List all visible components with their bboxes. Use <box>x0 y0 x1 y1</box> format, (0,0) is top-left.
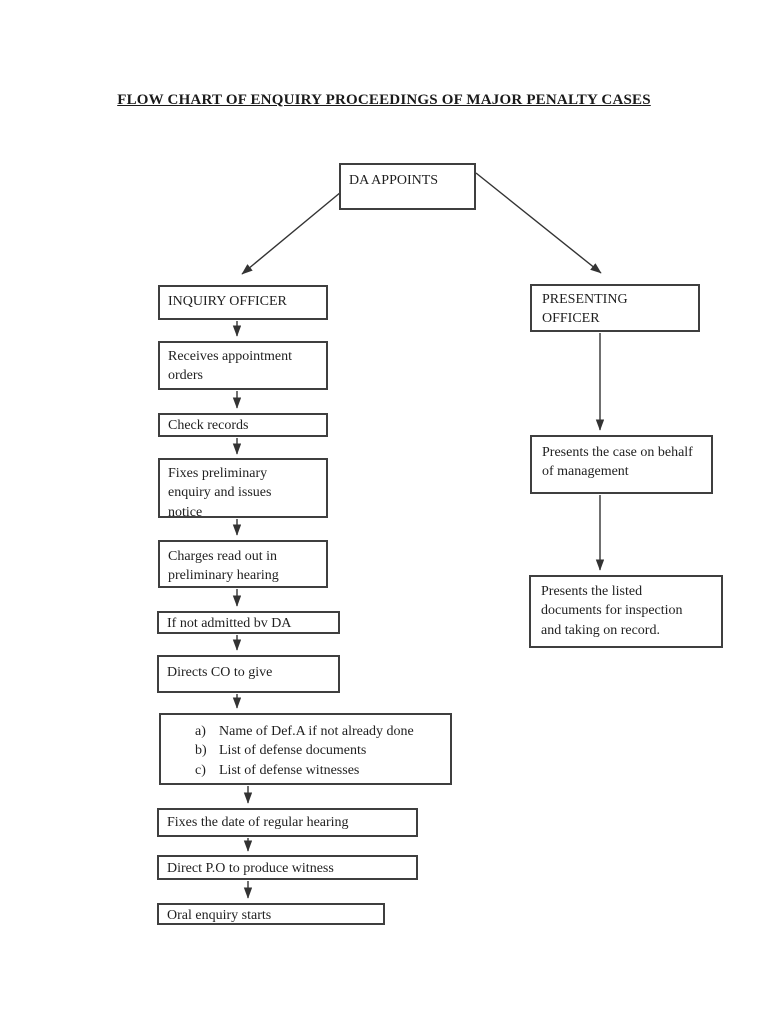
arrow-da-to-presenting <box>475 172 602 274</box>
node-presenting-officer: PRESENTING OFFICER <box>530 284 700 332</box>
node-oral-enquiry: Oral enquiry starts <box>157 903 385 925</box>
node-check-records: Check records <box>158 413 328 437</box>
defense-list-item-a: a) Name of Def.A if not already done <box>195 722 444 741</box>
list-marker-c: c) <box>195 762 206 778</box>
defense-list-item-c: c) List of defense witnesses <box>195 761 444 780</box>
page-title: FLOW CHART OF ENQUIRY PROCEEDINGS OF MAJ… <box>117 92 651 108</box>
node-inquiry-officer: INQUIRY OFFICER <box>158 285 328 320</box>
node-da-appoints: DA APPOINTS <box>339 163 476 210</box>
list-text-b: List of defense documents <box>219 743 367 759</box>
node-fixes-date: Fixes the date of regular hearing <box>157 808 418 837</box>
list-marker-a: a) <box>195 724 206 739</box>
node-receives-orders: Receives appointment orders <box>158 341 328 390</box>
node-directs-co: Directs CO to give <box>157 655 340 693</box>
node-presents-case: Presents the case on behalf of managemen… <box>530 435 713 494</box>
node-direct-po: Direct P.O to produce witness <box>157 855 418 880</box>
node-fixes-preliminary: Fixes preliminary enquiry and issues not… <box>158 458 328 518</box>
node-charges-read: Charges read out in preliminary hearing <box>158 540 328 588</box>
node-if-not-admitted: If not admitted bv DA <box>157 611 340 634</box>
defense-list-item-b: b) List of defense documents <box>195 741 444 760</box>
node-defense-list: a) Name of Def.A if not already done b) … <box>159 713 452 785</box>
list-text-c: List of defense witnesses <box>219 762 360 778</box>
list-marker-b: b) <box>195 743 207 759</box>
node-presents-documents: Presents the listed documents for inspec… <box>529 575 723 648</box>
arrow-da-to-inquiry <box>241 191 342 275</box>
list-text-a: Name of Def.A if not already done <box>219 724 414 739</box>
